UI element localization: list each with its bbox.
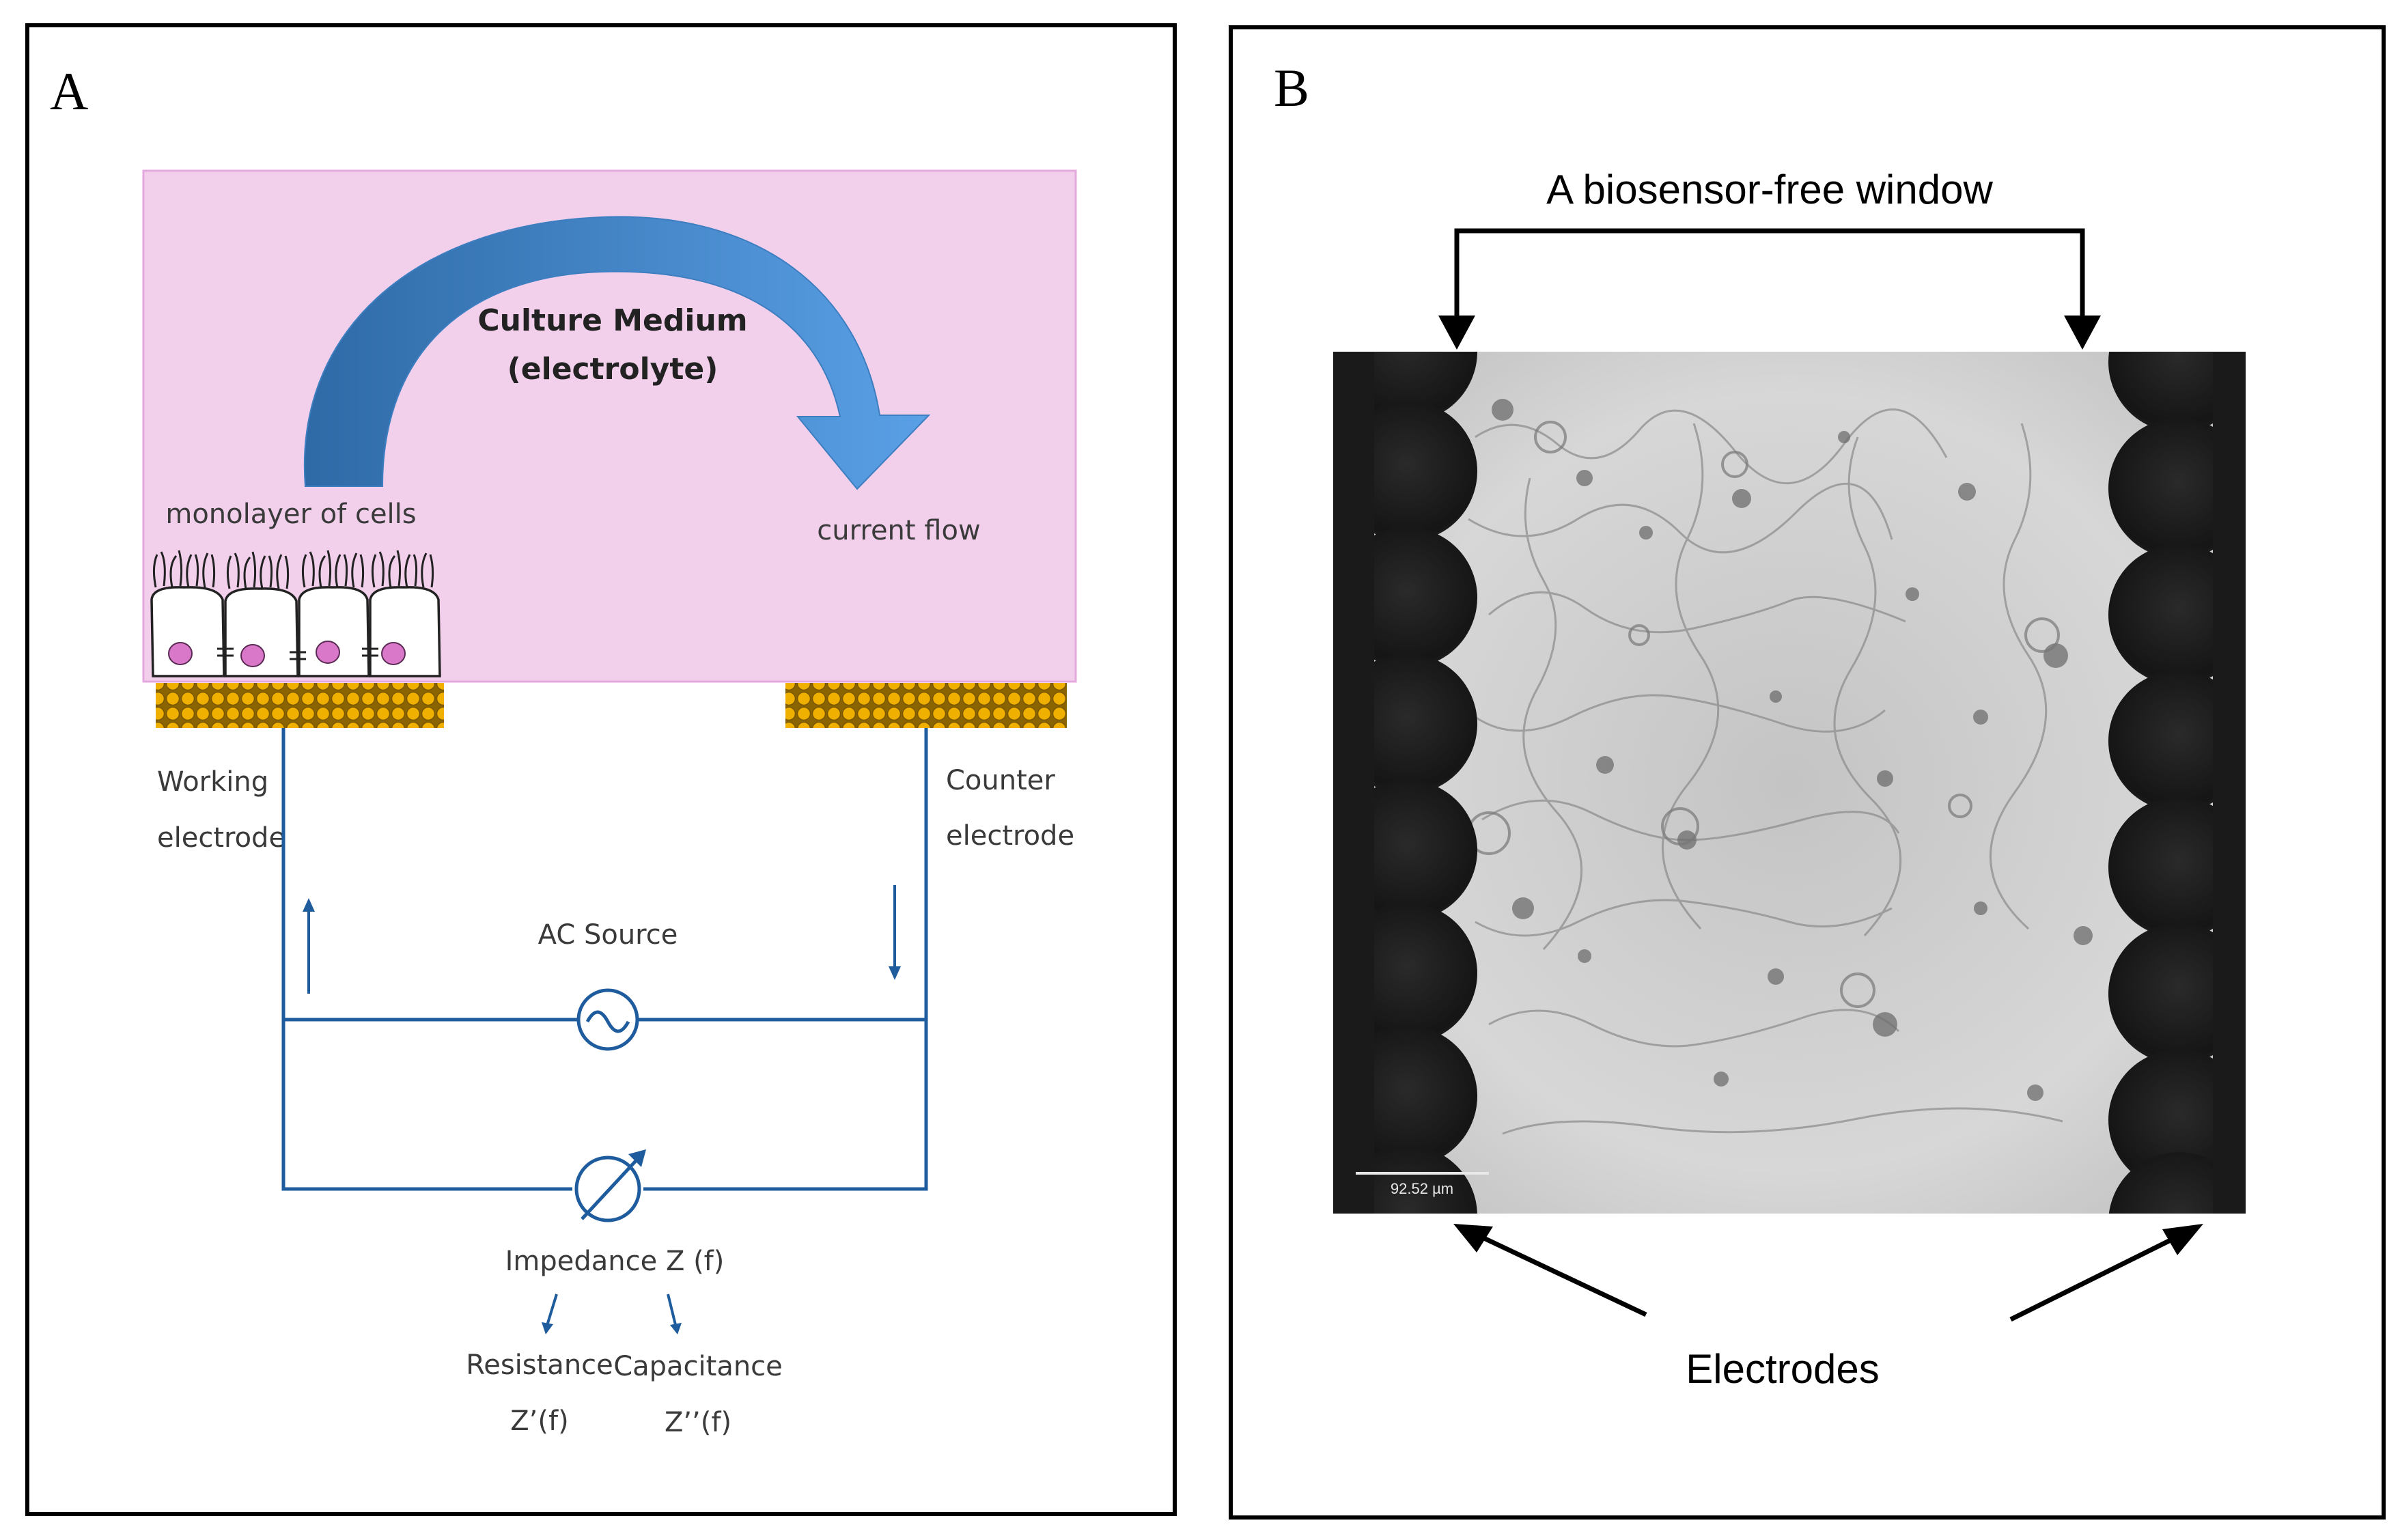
capacitance-symbol: Z’’(f) xyxy=(665,1407,731,1438)
scale-bar-label: 92.52 µm xyxy=(1391,1180,1453,1197)
cell xyxy=(369,586,441,677)
working-electrode xyxy=(156,683,444,728)
cell-monolayer xyxy=(150,550,441,677)
cell xyxy=(298,586,370,677)
resistance-arrow-head-icon xyxy=(542,1322,553,1334)
capacitance-arrow xyxy=(667,1293,678,1328)
cell-nucleus xyxy=(316,641,340,664)
cells-label: monolayer of cells xyxy=(165,499,416,530)
panel-b: B A biosensor-free window xyxy=(1229,25,2386,1520)
counter-electrode xyxy=(785,683,1067,728)
cell-texture xyxy=(1468,408,2063,1135)
microvilli xyxy=(152,550,434,589)
window-bracket-right-arrowhead-icon xyxy=(2064,316,2101,350)
working-label-line2: electrode xyxy=(157,822,285,854)
debris-particles xyxy=(1492,399,2093,1101)
current-up-arrow-head-icon xyxy=(303,898,315,912)
cell-nucleus xyxy=(240,644,265,667)
cell-nucleus xyxy=(168,642,193,665)
electrode-pointer-left-arrowhead-icon xyxy=(1453,1224,1493,1252)
ac-source-label: AC Source xyxy=(538,919,678,951)
medium-subtitle: (electrolyte) xyxy=(507,352,718,387)
working-label-line1: Working xyxy=(157,766,268,798)
resistance-symbol: Z’(f) xyxy=(510,1405,568,1437)
sine-wave-icon xyxy=(585,1010,630,1033)
current-down-arrow-head-icon xyxy=(889,966,901,980)
window-label: A biosensor-free window xyxy=(1546,167,1993,212)
circuit xyxy=(281,728,928,1334)
micrograph-image: 92.52 µm xyxy=(1333,352,2246,1214)
cell-nucleus xyxy=(381,642,406,665)
flow-label: current flow xyxy=(817,515,980,546)
capacitance-label: Capacitance xyxy=(613,1351,783,1382)
variable-arrow-head-icon xyxy=(628,1149,646,1167)
circuit-wire-right xyxy=(643,728,928,1191)
electrodes-label: Electrodes xyxy=(1686,1346,1879,1392)
current-flow-arrow xyxy=(303,216,931,490)
counter-label-line2: electrode xyxy=(946,820,1074,852)
right-electrode-column xyxy=(2108,352,2246,1214)
tight-junctions xyxy=(217,647,378,660)
resistance-arrow xyxy=(545,1293,558,1328)
circuit-wire-left xyxy=(281,728,572,1191)
panel-a: A Culture Medium (electrolyte) monolayer… xyxy=(25,23,1177,1516)
medium-title: Culture Medium xyxy=(477,303,747,338)
panel-a-letter: A xyxy=(50,61,88,121)
panel-b-letter: B xyxy=(1274,58,1309,117)
window-bracket-left-arrowhead-icon xyxy=(1438,316,1475,350)
electrode-pointer-right xyxy=(2009,1233,2180,1322)
electrode-pointer-left xyxy=(1474,1231,1647,1317)
impedance-label: Impedance Z (f) xyxy=(505,1246,725,1277)
window-bracket xyxy=(1454,228,2085,321)
variable-arrow-icon xyxy=(581,1153,643,1220)
electrode-pointer-right-arrowhead-icon xyxy=(2162,1224,2203,1255)
resistance-label: Resistance xyxy=(466,1349,613,1381)
left-electrode-column xyxy=(1333,352,1477,1214)
capacitance-arrow-head-icon xyxy=(670,1323,682,1334)
counter-label-line1: Counter xyxy=(946,765,1055,796)
